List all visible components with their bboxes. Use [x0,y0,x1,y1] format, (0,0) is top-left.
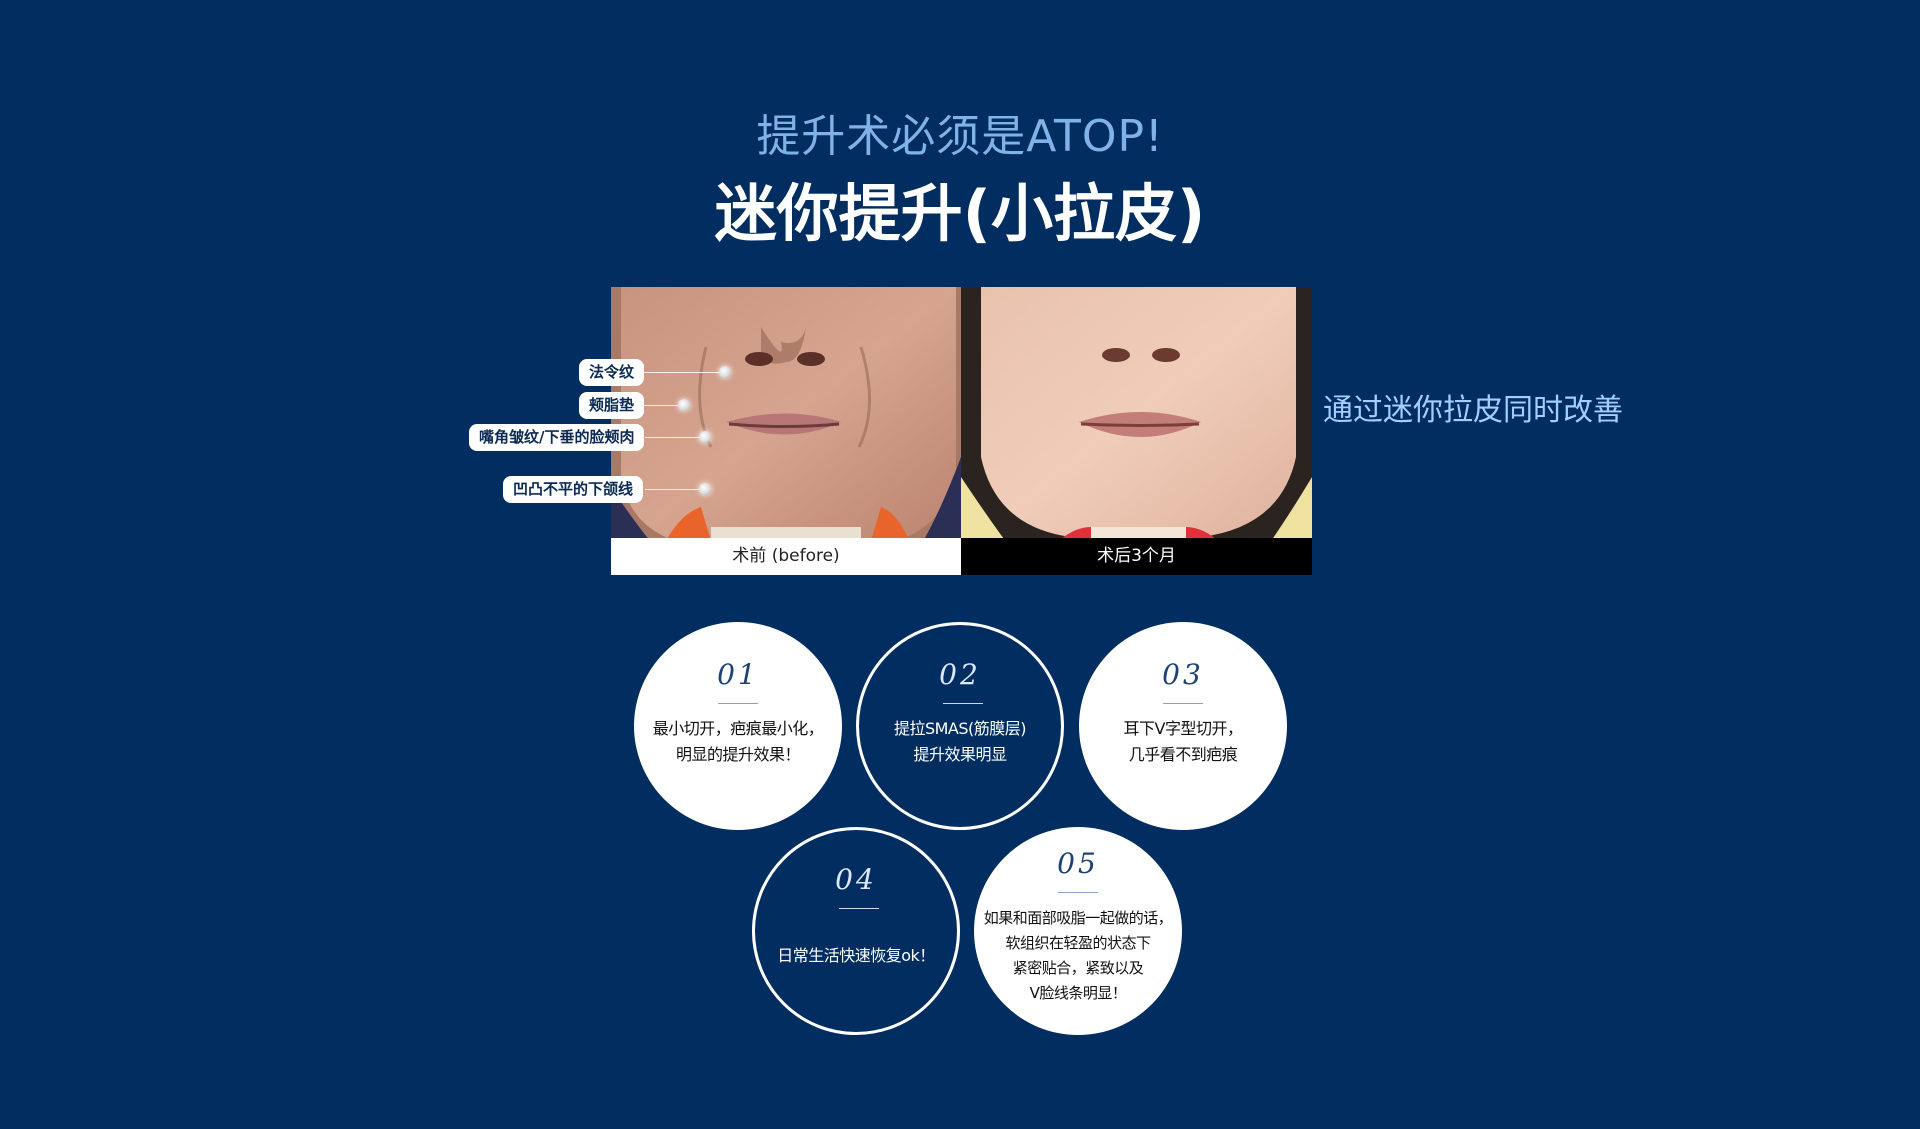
feature-circle-01: 01 最小切开，疤痕最小化， 明显的提升效果！ [634,622,842,830]
feature-text: 耳下V字型切开， 几乎看不到疤痕 [1123,719,1243,764]
feature-divider [943,703,983,704]
tag-connector [645,489,705,490]
tag-connector [640,405,690,406]
improvement-text: 通过迷你拉皮同时改善 [1323,393,1623,428]
feature-number: 02 [939,658,981,691]
tag-connector [640,372,726,373]
tag-buccal-fat: 颊脂垫 [579,392,645,419]
feature-circle-02: 02 提拉SMAS(筋膜层) 提升效果明显 [856,622,1064,830]
tag-marker-dot [699,483,711,495]
page-title: 迷你提升(小拉皮) [714,177,1206,250]
after-face-image [961,287,1312,575]
feature-text: 提拉SMAS(筋膜层) 提升效果明显 [893,719,1027,764]
tag-uneven-jawline: 凹凸不平的下颌线 [503,476,644,503]
feature-text: 日常生活快速恢复ok！ [777,946,935,965]
after-photo: 术后3个月 [961,287,1312,575]
tag-marker-dot [719,366,731,378]
page-subtitle: 提升术必须是ATOP! [756,111,1164,162]
feature-divider [718,703,758,704]
before-caption: 术前 (before) [611,538,961,575]
before-photo: 术前 (before) [611,287,961,575]
feature-number: 03 [1162,658,1204,691]
feature-circle-03: 03 耳下V字型切开， 几乎看不到疤痕 [1079,622,1287,830]
tag-marker-dot [678,399,690,411]
feature-circle-05: 05 如果和面部吸脂一起做的话， 软组织在轻盈的状态下 紧密贴合，紧致以及 V脸… [974,827,1182,1035]
feature-text: 最小切开，疤痕最小化， 明显的提升效果！ [652,719,824,764]
tag-marker-dot [699,431,711,443]
tag-mouth-corner-wrinkles: 嘴角皱纹/下垂的脸颊肉 [469,424,645,451]
after-caption: 术后3个月 [961,538,1312,575]
feature-divider [1058,892,1098,893]
before-face-image [611,287,961,575]
feature-number: 05 [1057,847,1099,880]
feature-divider [1163,703,1203,704]
feature-divider [839,908,879,909]
tag-nasolabial-fold: 法令纹 [579,359,645,386]
feature-circle-04: 04 日常生活快速恢复ok！ [752,827,960,1035]
tag-connector [645,437,705,438]
feature-text: 如果和面部吸脂一起做的话， 软组织在轻盈的状态下 紧密贴合，紧致以及 V脸线条明… [983,909,1173,1002]
feature-number: 01 [717,658,759,691]
feature-number: 04 [835,863,877,896]
